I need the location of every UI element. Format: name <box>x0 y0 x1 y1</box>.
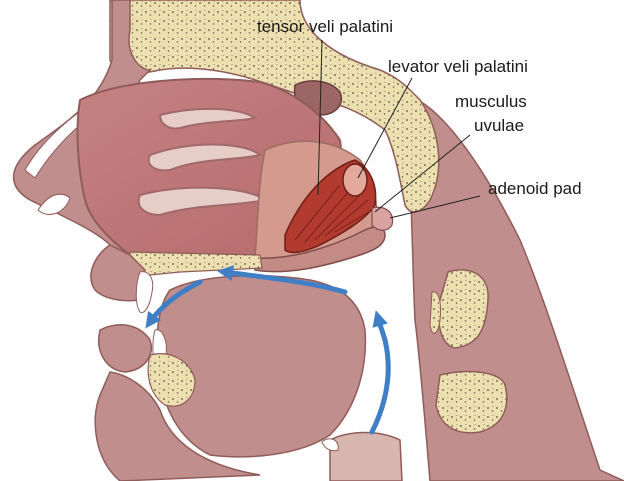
leader-levator-veli-palatini <box>357 77 413 179</box>
nostril <box>37 193 71 215</box>
skull-base-bone <box>109 0 440 213</box>
leader-tensor-veli-palatini <box>317 39 323 196</box>
turbinate-superior <box>158 107 258 130</box>
airflow-arrow-oral <box>145 279 203 329</box>
mandible-bone <box>147 353 196 407</box>
label-adenoid-pad: adenoid pad <box>488 179 582 198</box>
leader-musculus-uvulae <box>374 134 471 213</box>
airflow-arrow-nasal <box>217 265 348 295</box>
label-uvulae: uvulae <box>474 116 524 135</box>
label-musculus: musculus <box>455 92 527 111</box>
chin-tissue <box>94 371 261 481</box>
airflow-arrow-pharynx <box>369 310 391 435</box>
larynx <box>329 431 403 481</box>
vertebra-lower <box>435 370 508 434</box>
label-tensor-veli-palatini: tensor veli palatini <box>257 17 393 36</box>
muscle-fibers <box>294 184 373 243</box>
turbinate-middle <box>147 143 263 172</box>
lower-lip <box>98 324 152 373</box>
label-levator-veli-palatini: levator veli palatini <box>388 57 528 76</box>
turbinate-inferior <box>137 186 268 217</box>
epiglottis <box>321 438 339 452</box>
hard-palate <box>129 251 263 276</box>
vertebra-slice <box>429 291 441 334</box>
adenoid-pad <box>371 206 394 231</box>
vertebra-upper <box>437 269 489 349</box>
upper-tooth <box>135 271 154 314</box>
leader-adenoid-pad <box>389 195 481 219</box>
soft-palate <box>254 226 386 273</box>
